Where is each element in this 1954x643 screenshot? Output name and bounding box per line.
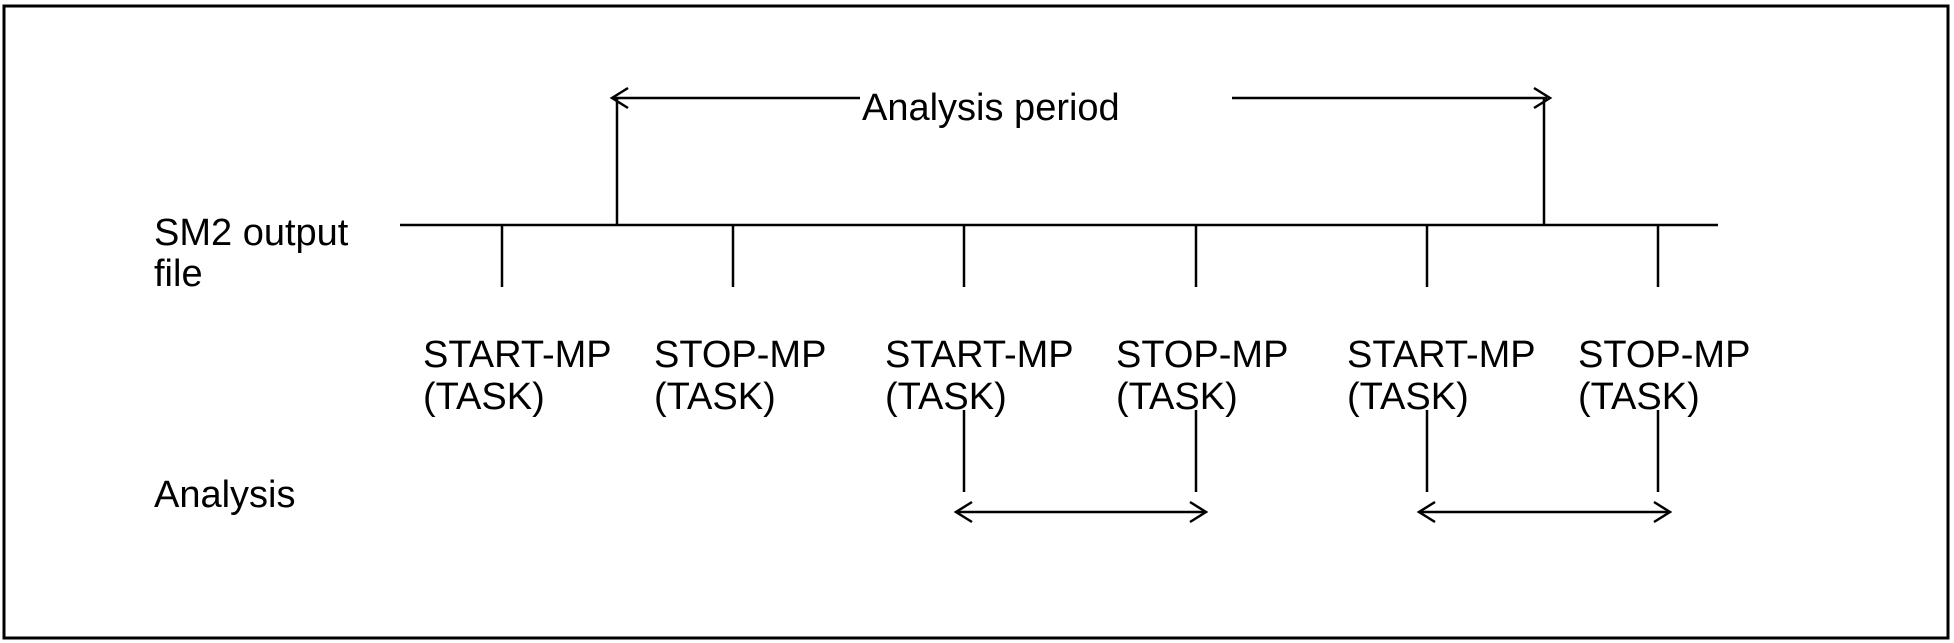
marker-label-3-line1: START-MP	[885, 334, 1074, 376]
marker-label-1-line1: START-MP	[423, 334, 612, 376]
interval-2-right-arrowhead	[1653, 500, 1673, 524]
interval-1-right-arrowhead	[1189, 500, 1209, 524]
analysis-interval-2	[1416, 410, 1673, 524]
analysis-interval-1	[953, 410, 1209, 524]
marker-label-2-line2: (TASK)	[654, 376, 776, 418]
diagram-frame	[2, 4, 1950, 640]
analysis-period-bracket	[609, 86, 1553, 225]
marker-label-5-line2: (TASK)	[1347, 376, 1469, 418]
marker-label-4-line2: (TASK)	[1116, 376, 1238, 418]
marker-label-4-line1: STOP-MP	[1116, 334, 1288, 376]
marker-label-5-line1: START-MP	[1347, 334, 1536, 376]
marker-label-1-line2: (TASK)	[423, 376, 545, 418]
analysis-period-label: Analysis period	[862, 87, 1120, 129]
marker-label-2-line1: STOP-MP	[654, 334, 826, 376]
interval-1-left-arrowhead	[953, 500, 973, 524]
marker-labels: START-MP (TASK) STOP-MP (TASK) START-MP …	[423, 334, 1750, 418]
period-right-arrowhead	[1533, 86, 1553, 110]
marker-label-3-line2: (TASK)	[885, 376, 1007, 418]
output-file-label-line2: file	[154, 253, 203, 295]
analysis-label: Analysis	[154, 474, 296, 516]
period-left-arrowhead	[609, 86, 629, 110]
interval-2-left-arrowhead	[1416, 500, 1436, 524]
marker-ticks	[500, 225, 1660, 287]
output-file-label-line1: SM2 output	[154, 212, 349, 254]
marker-label-6-line1: STOP-MP	[1578, 334, 1750, 376]
marker-label-6-line2: (TASK)	[1578, 376, 1700, 418]
